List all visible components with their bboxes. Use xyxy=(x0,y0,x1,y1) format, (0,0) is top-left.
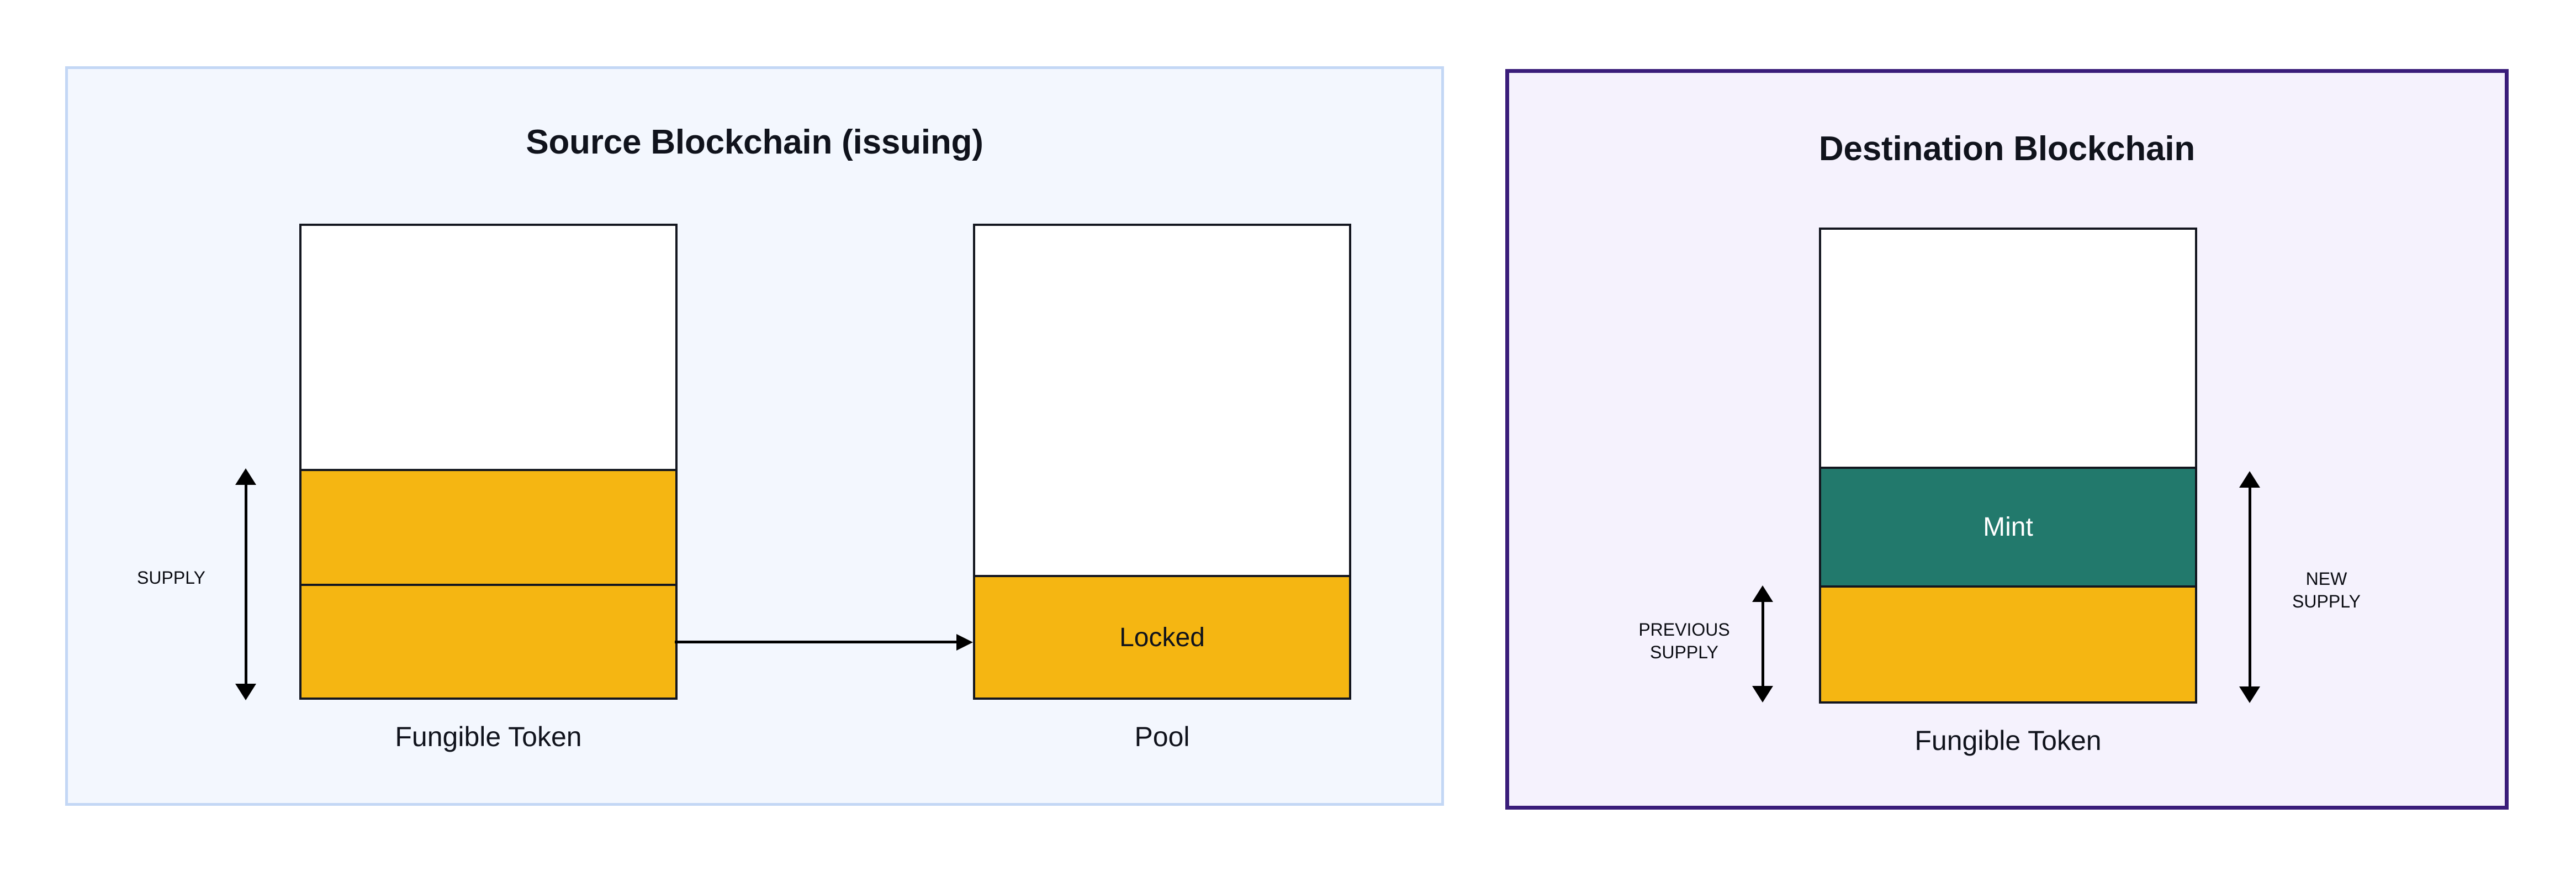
previous-supply-arrow-down-head-icon xyxy=(1752,686,1773,702)
new-supply-arrow-shaft xyxy=(2249,485,2251,689)
source-fungible-token-bar xyxy=(299,224,678,700)
destination-fungible-token-bar: Mint xyxy=(1819,228,2197,704)
transfer-arrow-head-icon xyxy=(956,634,973,651)
previous-supply-measure-label: PREVIOUS SUPPLY xyxy=(1638,620,1730,662)
previous-supply-arrow-shaft xyxy=(1762,600,1764,688)
new-supply-arrow-down-head-icon xyxy=(2239,686,2260,703)
destination-panel-title: Destination Blockchain xyxy=(1818,130,2196,168)
source-fungible-token-caption: Fungible Token xyxy=(395,721,582,752)
transfer-arrow-line xyxy=(675,641,958,643)
source-pool-locked-segment: Locked xyxy=(975,575,1349,698)
source-pool-caption: Pool xyxy=(1134,721,1190,752)
source-token-empty-segment xyxy=(301,226,675,469)
source-pool-bar: Locked xyxy=(973,224,1351,700)
lock-transfer-arrow-icon xyxy=(675,634,973,651)
new-supply-measure-label: NEW SUPPLY xyxy=(2292,569,2361,611)
destination-token-mint-segment: Mint xyxy=(1821,467,2195,585)
destination-token-mint-label: Mint xyxy=(1983,513,2033,542)
supply-measure-label: SUPPLY xyxy=(137,568,205,588)
supply-arrow-shaft xyxy=(245,483,247,686)
new-supply-arrow-up-head-icon xyxy=(2239,471,2260,488)
supply-measure-arrow-icon xyxy=(235,468,257,700)
source-token-supply-lower-segment xyxy=(301,584,675,698)
new-supply-measure-arrow-icon xyxy=(2239,471,2261,703)
previous-supply-arrow-up-head-icon xyxy=(1752,585,1773,602)
destination-token-previous-supply-segment xyxy=(1821,585,2195,701)
previous-supply-measure-arrow-icon xyxy=(1752,585,1774,702)
source-token-supply-upper-segment xyxy=(301,469,675,584)
source-pool-empty-segment xyxy=(975,226,1349,575)
supply-arrow-up-head-icon xyxy=(235,468,256,485)
supply-arrow-down-head-icon xyxy=(235,684,256,700)
source-panel-title: Source Blockchain (issuing) xyxy=(526,123,983,161)
destination-token-empty-segment xyxy=(1821,230,2195,467)
source-pool-locked-label: Locked xyxy=(1119,622,1205,652)
destination-fungible-token-caption: Fungible Token xyxy=(1914,725,2102,756)
